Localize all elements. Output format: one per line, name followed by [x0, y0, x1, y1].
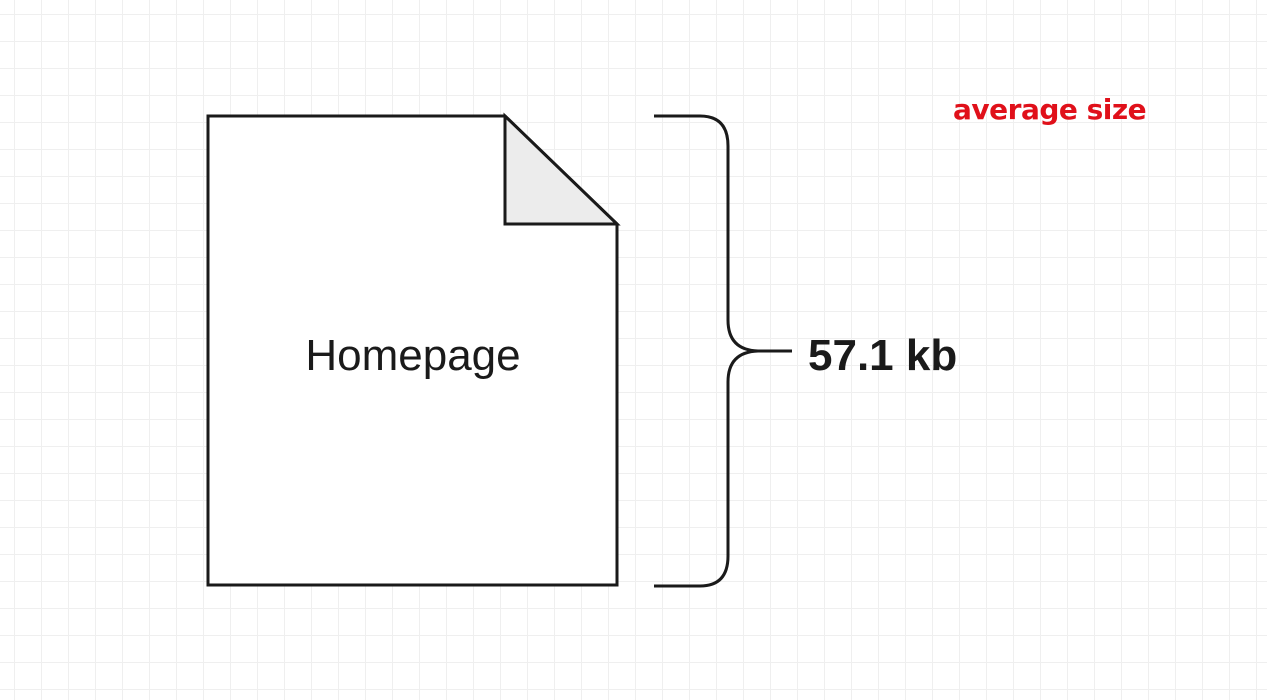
curly-brace-icon [654, 114, 792, 588]
size-value: 57.1 kb [808, 331, 958, 380]
average-size-annotation: average size [953, 93, 1147, 126]
folded-corner [503, 112, 621, 226]
document-label: Homepage [305, 331, 521, 380]
document-outline [206, 114, 619, 587]
file-document-icon [206, 112, 621, 587]
